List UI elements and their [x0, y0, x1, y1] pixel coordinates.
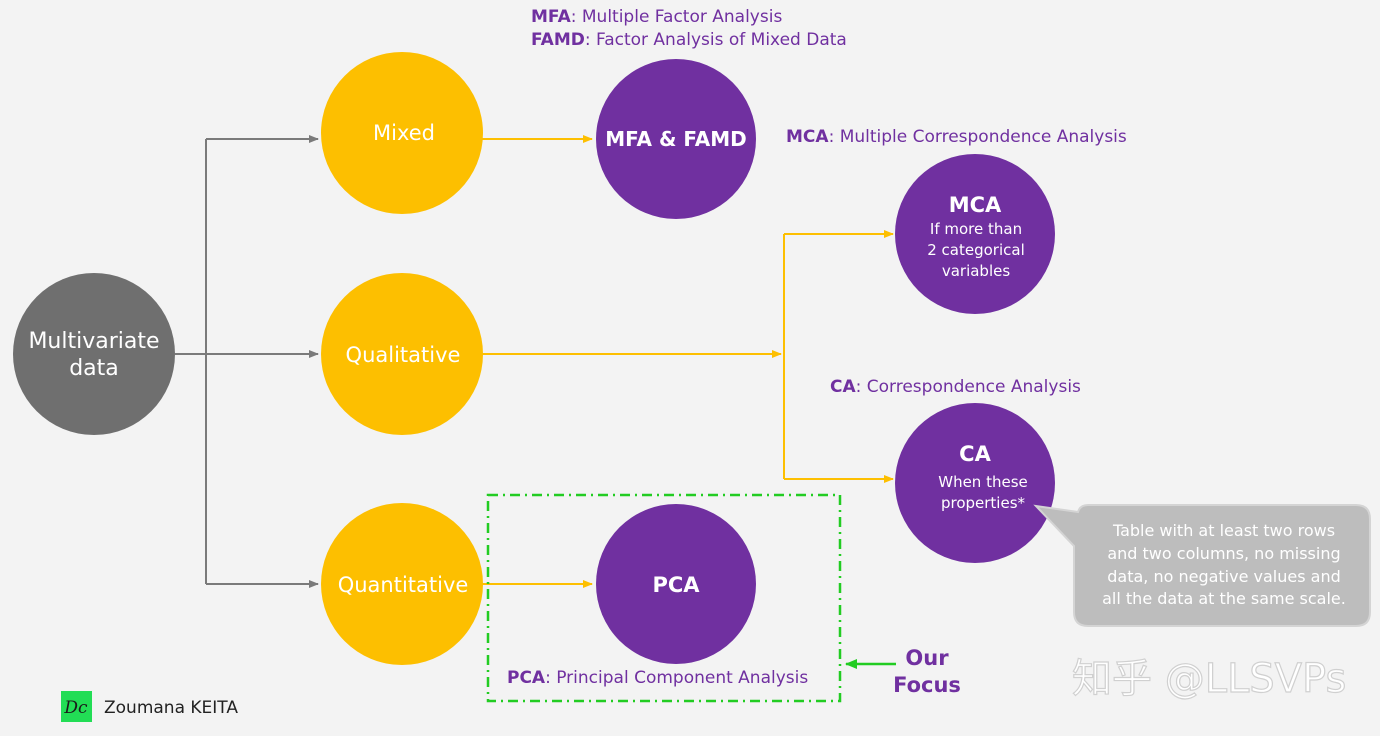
author-name: Zoumana KEITA	[104, 698, 238, 718]
ca-node-circle	[895, 403, 1055, 563]
qualitative-node-circle	[321, 273, 483, 435]
legend-mfa-text: : Multiple Factor Analysis	[571, 7, 783, 27]
legend-famd: FAMD: Factor Analysis of Mixed Data	[531, 30, 847, 50]
callout-line1: Table with at least two rows	[1112, 521, 1335, 540]
callout-line2: and two columns, no missing	[1107, 544, 1340, 563]
quantitative-node-label: Quantitative	[338, 573, 469, 597]
legend-ca-abbr: CA	[830, 377, 856, 397]
logo-glyph: Dc	[63, 698, 88, 718]
root-node-circle	[13, 273, 175, 435]
ca-node-line2: properties*	[941, 494, 1026, 512]
legend-mfa: MFA: Multiple Factor Analysis	[531, 7, 782, 27]
root-node-label-line1: Multivariate	[28, 329, 159, 354]
qualitative-node: Qualitative	[321, 273, 483, 435]
logo-box	[61, 691, 92, 722]
mca-node-line1: If more than	[930, 220, 1022, 238]
mixed-node: Mixed	[321, 52, 483, 214]
legend-ca: CA: Correspondence Analysis	[830, 377, 1081, 397]
legend-mca: MCA: Multiple Correspondence Analysis	[786, 127, 1127, 147]
author-logo: Dc	[61, 691, 92, 722]
legend-mca-abbr: MCA	[786, 127, 829, 147]
mfa-famd-node-label: MFA & FAMD	[605, 127, 746, 151]
mca-node: MCA If more than 2 categorical variables	[895, 154, 1055, 314]
legend-ca-text: : Correspondence Analysis	[856, 377, 1081, 397]
root-node-label-line2: data	[69, 356, 119, 381]
legend-pca: PCA: Principal Component Analysis	[507, 668, 808, 688]
pca-node-circle	[596, 504, 756, 664]
callout-bubble	[1033, 504, 1371, 627]
focus-label-line2: Focus	[893, 673, 961, 697]
mixed-node-label: Mixed	[373, 121, 435, 145]
root-connectors	[175, 135, 319, 588]
mfa-famd-node: MFA & FAMD	[596, 59, 756, 219]
mfa-famd-node-circle	[596, 59, 756, 219]
legend-famd-abbr: FAMD	[531, 30, 585, 50]
pca-node-label: PCA	[652, 573, 700, 597]
ca-node-line1: When these	[938, 473, 1028, 491]
callout-line4: all the data at the same scale.	[1102, 589, 1346, 608]
quantitative-node-circle	[321, 503, 483, 665]
method-connectors	[482, 135, 894, 588]
legend-mfa-abbr: MFA	[531, 7, 572, 27]
mca-node-circle	[895, 154, 1055, 314]
mca-node-line3: variables	[942, 262, 1011, 280]
legend-pca-abbr: PCA	[507, 668, 546, 688]
properties-callout: Table with at least two rows and two col…	[1033, 504, 1371, 627]
legend-mca-text: : Multiple Correspondence Analysis	[829, 127, 1127, 147]
focus-box	[486, 493, 842, 703]
legend-pca-text: : Principal Component Analysis	[545, 668, 808, 688]
ca-node-title: CA	[959, 442, 991, 466]
qualitative-node-label: Qualitative	[346, 343, 461, 367]
mixed-node-circle	[321, 52, 483, 214]
mca-node-title: MCA	[949, 193, 1002, 217]
legend-famd-text: : Factor Analysis of Mixed Data	[585, 30, 847, 50]
pca-node: PCA	[596, 504, 756, 664]
ca-node: CA When these properties*	[895, 403, 1055, 563]
focus-label-line1: Our	[905, 646, 949, 670]
callout-line3: data, no negative values and	[1107, 567, 1341, 586]
mca-node-line2: 2 categorical	[927, 241, 1025, 259]
watermark: 知乎 @LLSVPs	[1072, 656, 1346, 702]
root-node: Multivariate data	[13, 273, 175, 435]
quantitative-node: Quantitative	[321, 503, 483, 665]
